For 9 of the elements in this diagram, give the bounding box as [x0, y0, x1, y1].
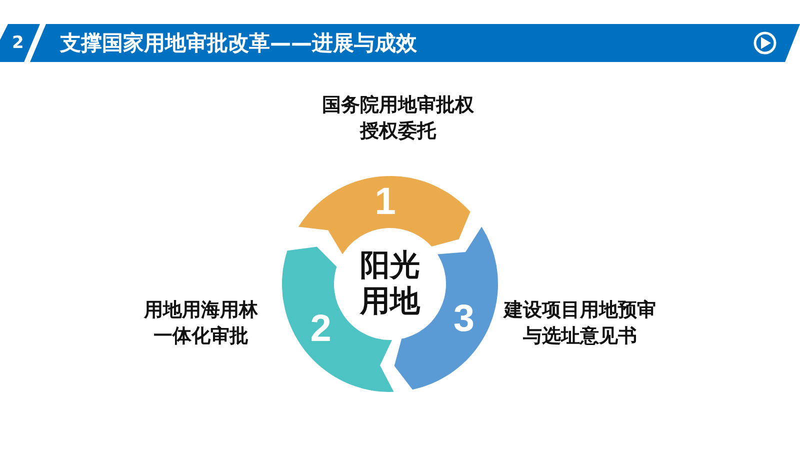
slide-title: 支撑国家用地审批改革——进展与成效	[60, 30, 417, 57]
step-number: 1	[374, 182, 396, 222]
step-number: 3	[453, 298, 474, 339]
slide-number: 2	[12, 32, 24, 55]
center-label: 阳光用地	[360, 248, 420, 320]
step-caption: 用地用海用林一体化审批	[142, 298, 259, 349]
step-caption: 建设项目用地预审与选址意见书	[502, 298, 657, 349]
step-number: 2	[310, 308, 332, 349]
step-caption: 国务院用地审批权授权委托	[320, 93, 475, 144]
